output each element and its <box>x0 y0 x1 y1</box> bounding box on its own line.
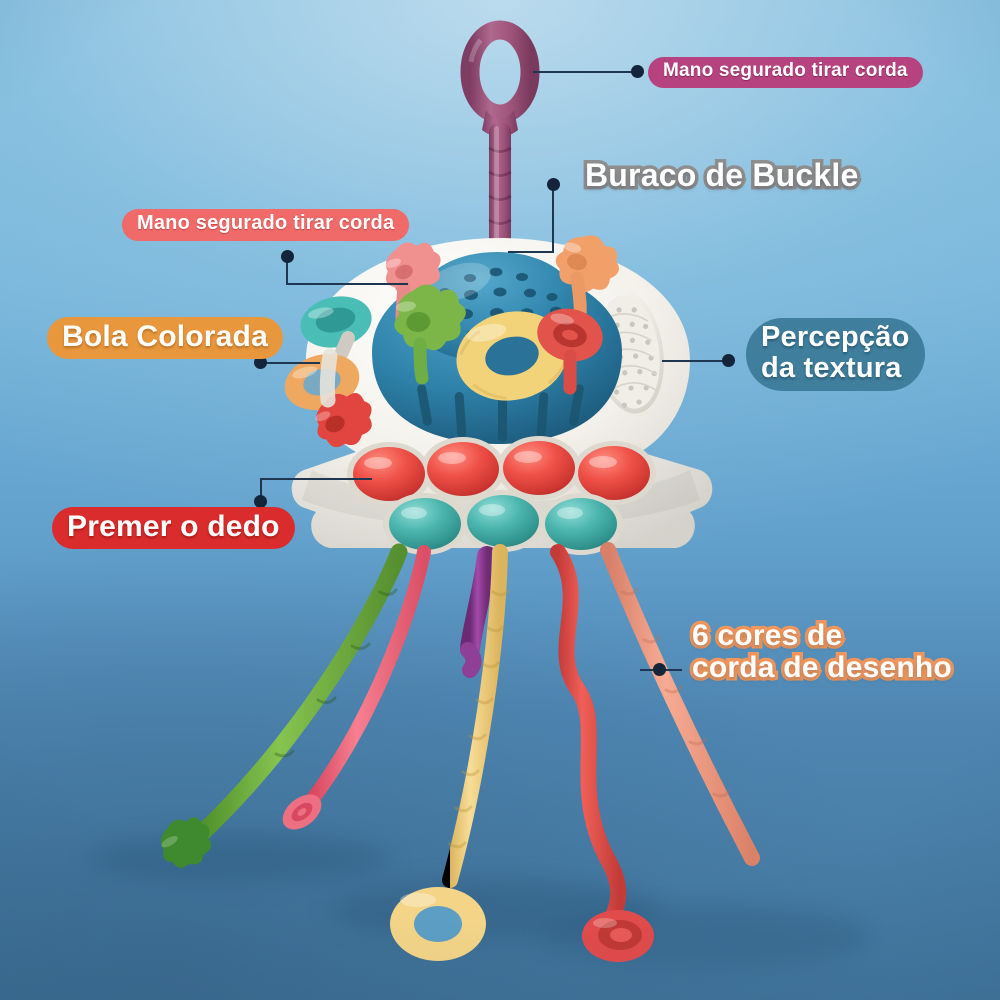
leader-dot-pullcord-left <box>281 250 294 263</box>
label-colored-ball: Bola Colorada <box>47 317 283 360</box>
leader-dot-bola <box>254 356 267 369</box>
label-six-color-cords: 6 cores de corda de desenho <box>689 616 956 688</box>
button-red-row <box>353 441 650 501</box>
leader-premer-h <box>260 478 372 480</box>
leader-buckle-v <box>552 186 554 252</box>
colored-rings <box>284 235 619 448</box>
ring-red-spiral <box>537 308 603 362</box>
cord-tip-red-spiral <box>582 910 654 962</box>
leader-dot-textura <box>722 354 735 367</box>
leader-dot-premer <box>254 495 267 508</box>
leader-pullcord-left-h <box>286 283 408 285</box>
floor-shadow-left <box>90 835 390 883</box>
label-buckle-hole: Buraco de Buckle <box>582 154 862 195</box>
leader-textura-h <box>662 360 728 362</box>
label-pull-cord-left: Mano segurado tirar corda <box>122 209 410 241</box>
label-pull-cord-top: Mano segurado tirar corda <box>648 57 923 88</box>
cord-tip-yellow-ring <box>390 887 486 961</box>
label-press-finger: Premer o dedo <box>52 507 295 550</box>
leader-buckle-h <box>508 251 554 253</box>
button-teal-row <box>389 495 617 550</box>
leader-dot-pull-cord-top <box>631 65 644 78</box>
leader-pull-cord-top <box>533 71 638 73</box>
leader-pullcord-left-v <box>286 256 288 284</box>
leader-bola-h <box>262 362 320 364</box>
leader-premer-v <box>260 478 262 500</box>
leader-dot-buckle <box>547 178 560 191</box>
cord-tip-green-flower <box>160 817 212 868</box>
cord-tip-pink-spiral <box>282 794 322 830</box>
press-buttons <box>347 436 656 555</box>
hanging-cords <box>160 542 760 962</box>
leader-dot-cordas <box>653 663 666 676</box>
label-texture-perception: Percepção da textura <box>746 318 925 391</box>
ring-green-flower <box>394 284 466 351</box>
